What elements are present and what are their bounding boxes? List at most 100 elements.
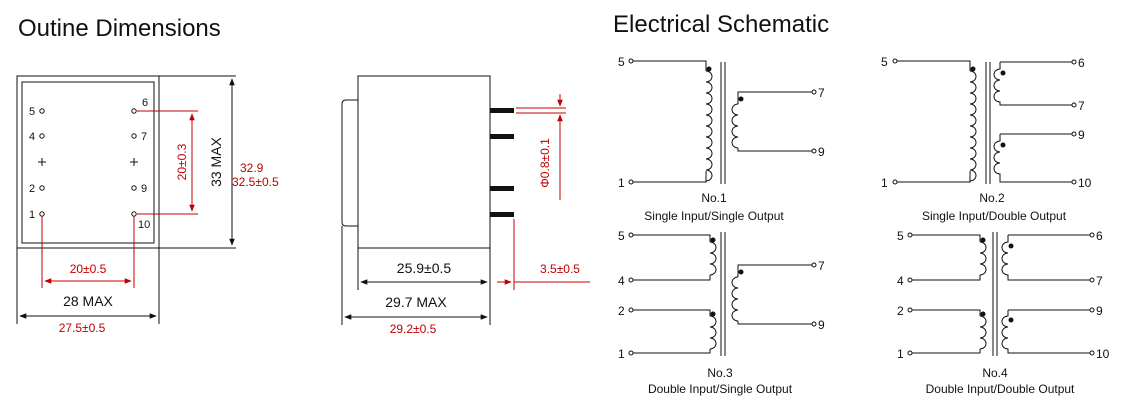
side-bulge [341,99,358,227]
width-max-label: 28 MAX [63,293,113,309]
no4-pin6: 6 [1096,229,1103,243]
no2-pin7: 7 [1078,99,1085,113]
no3-pin4: 4 [618,274,625,288]
vertical-pitch-label: 20±0.3 [175,143,189,180]
no2-pin6: 6 [1078,56,1085,70]
no4-pin2: 2 [897,304,904,318]
front-pin-label-1: 1 [29,209,35,221]
no2-pin5: 5 [881,55,888,69]
no2-description: Single Input/Double Output [922,209,1067,223]
front-pin-label-2: 2 [29,183,35,195]
pin-hole-5 [39,108,45,114]
front-pin-label-5: 5 [29,106,35,118]
pin-length-dimension [497,219,590,290]
front-pin-label-10: 10 [138,219,150,231]
schematic-title: Electrical Schematic [613,11,829,38]
no3-pin9: 9 [818,318,825,332]
pin-hole-10 [131,211,137,217]
side-pin-4 [490,212,514,217]
pin-hole-4 [39,133,45,139]
pin-diameter-label: Φ0.8±0.1 [538,138,552,188]
no2-number: No.2 [979,191,1005,205]
side-pin-2 [490,134,514,139]
pin-hole-2 [39,185,45,191]
schematic-no4 [907,232,1095,356]
no3-pin7: 7 [818,259,825,273]
no1-secondary-dot [738,96,744,102]
pin-hole-6 [131,108,137,114]
front-view [16,75,160,249]
width-nominal-label: 27.5±0.5 [59,321,106,335]
no2-pin10: 10 [1078,176,1092,190]
height-max-dimension [159,75,236,249]
no1-pin1: 1 [618,176,625,190]
no3-primary-dot-a [710,237,716,243]
no2-pin1: 1 [881,176,888,190]
front-pin-label-9: 9 [141,183,147,195]
front-pin-label-4: 4 [29,131,35,143]
body-length-label: 25.9±0.5 [397,260,452,276]
schematic-no1 [628,58,817,185]
no4-pin10: 10 [1096,347,1110,361]
pin-hole-9 [131,185,137,191]
total-nominal-label: 29.2±0.5 [390,322,437,336]
no4-description: Double Input/Double Output [926,382,1075,396]
front-pin-label-6: 6 [142,97,148,109]
no3-pin5: 5 [618,229,625,243]
total-length-dimension [341,226,488,325]
front-outer-outline [16,75,160,249]
side-body [357,75,491,249]
front-pin-label-7: 7 [141,131,147,143]
no1-pin9: 9 [818,145,825,159]
no2-primary-dot [970,66,976,72]
no4-primary-dot-b [980,311,986,317]
no4-secondary-dot-a [1008,243,1014,249]
no1-primary-dot [706,66,712,72]
no4-pin1: 1 [897,347,904,361]
no4-pin9: 9 [1096,304,1103,318]
height-nominal-label-b: 32.5±0.5 [232,175,279,189]
schematic-no3 [628,232,817,356]
no1-number: No.1 [701,191,727,205]
height-max-label: 33 MAX [208,136,224,186]
center-cross-left [38,158,46,166]
body-length-dimension [357,248,491,325]
side-pins [490,108,514,217]
no4-pin7: 7 [1096,274,1103,288]
pin-diameter-dimension [516,94,566,200]
horizontal-pitch-label: 20±0.5 [70,262,107,276]
height-nominal-label-a: 32.9 [240,161,264,175]
horizontal-pitch-dimension [41,216,135,288]
no2-secondary-dot-a [1000,70,1006,76]
pin-hole-7 [131,133,137,139]
no2-secondary-dot-b [1000,142,1006,148]
no4-pin5: 5 [897,229,904,243]
pin-hole-1 [39,211,45,217]
no4-number: No.4 [982,366,1008,380]
no3-primary-dot-b [710,311,716,317]
no3-pin1: 1 [618,347,625,361]
no3-secondary-dot [738,269,744,275]
pin-length-label: 3.5±0.5 [540,262,580,276]
no4-primary-dot-a [980,237,986,243]
no3-number: No.3 [707,366,733,380]
no4-pin4: 4 [897,274,904,288]
no2-pin9: 9 [1078,128,1085,142]
side-pin-1 [490,108,514,113]
no3-pin2: 2 [618,304,625,318]
no1-description: Single Input/Single Output [644,209,784,223]
no3-description: Double Input/Single Output [648,382,793,396]
width-max-dimension [16,248,160,324]
no1-pin7: 7 [818,86,825,100]
side-pin-3 [490,186,514,191]
schematic-no2 [892,58,1077,185]
vertical-pitch-dimension [137,110,198,215]
no1-pin5: 5 [618,55,625,69]
outline-title: Outine Dimensions [18,15,221,42]
side-view [341,75,491,249]
total-max-label: 29.7 MAX [385,294,447,310]
front-inner-outline [21,81,155,244]
center-cross-right [130,158,138,166]
